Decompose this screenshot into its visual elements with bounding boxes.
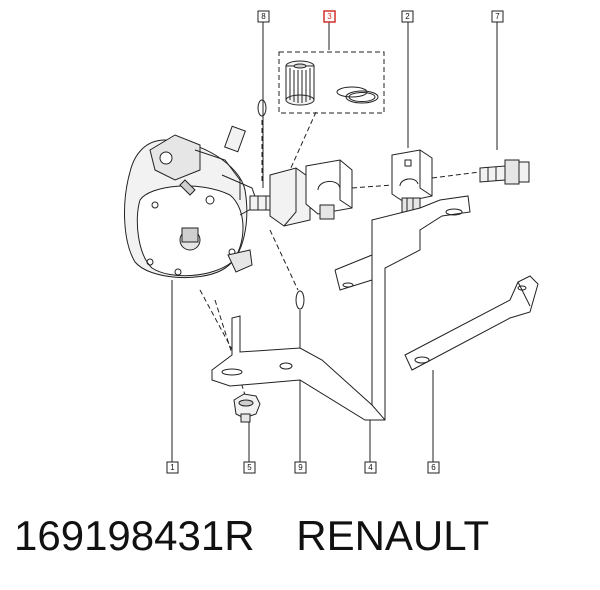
callout-9-label: 9 (298, 463, 303, 472)
callout-9[interactable]: 9 (294, 461, 307, 474)
o-ring-lower (295, 290, 305, 310)
callout-4-label: 4 (368, 463, 373, 472)
callout-7-label: 7 (495, 12, 500, 21)
callout-3[interactable]: 3 (323, 10, 336, 23)
support-strap (404, 275, 539, 371)
guide-regulator-to-bracket (199, 289, 236, 356)
callout-2-label: 2 (405, 12, 410, 21)
callout-8[interactable]: 8 (257, 10, 270, 23)
guide-oring-lower (269, 229, 299, 291)
callout-6-label: 6 (431, 463, 436, 472)
guide-valve-to-union (431, 171, 481, 179)
guide-solenoid-to-valve (351, 184, 393, 189)
mounting-bolt (233, 393, 261, 423)
hose-union (479, 159, 530, 185)
mounting-bracket-main (211, 195, 471, 421)
part-number: 169198431R (14, 512, 255, 559)
parts-diagram: 8 3 2 7 1 5 9 4 6 (124, 10, 539, 474)
filter-housing-solenoid (269, 159, 353, 227)
callout-2[interactable]: 2 (401, 10, 414, 23)
o-ring-upper (257, 99, 267, 117)
filter-kit-dashed-box (278, 51, 385, 114)
brand-name: RENAULT (296, 512, 490, 559)
callout-5[interactable]: 5 (243, 461, 256, 474)
regulator-body (124, 125, 259, 279)
callout-1[interactable]: 1 (166, 461, 179, 474)
callout-3-label: 3 (327, 12, 332, 21)
callout-4[interactable]: 4 (364, 461, 377, 474)
callout-5-label: 5 (247, 463, 252, 472)
callout-8-label: 8 (261, 12, 266, 21)
guide-filter-to-regulator (289, 111, 317, 171)
callout-7[interactable]: 7 (491, 10, 504, 23)
callout-6[interactable]: 6 (427, 461, 440, 474)
filter-cartridge-group (285, 60, 379, 106)
cutoff-valve (391, 149, 433, 213)
caption: 169198431R RENAULT (14, 512, 594, 572)
callout-1-label: 1 (170, 463, 175, 472)
